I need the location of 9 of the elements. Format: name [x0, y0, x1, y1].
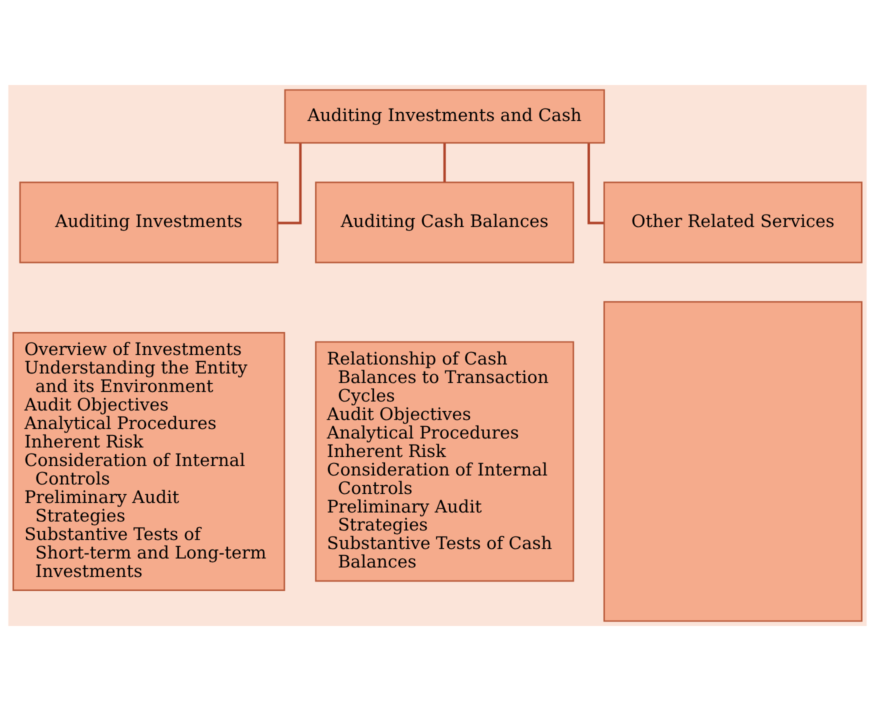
connector — [443, 142, 446, 182]
node-box: Other Related Services — [603, 181, 862, 263]
connector — [278, 142, 302, 224]
node-box: Auditing Investments — [19, 181, 278, 263]
node-box: Auditing Investments and Cash — [284, 88, 605, 144]
node-box: Overview of Investments Understanding the Entity and its Environment Audit Objectives Analytical Procedures Inherent Risk Consideration of Internal Controls Preliminary Audit Strategies Substantive Tests of Short-term and Long-term Investments — [12, 331, 286, 590]
node-box: Auditing Cash Balances — [315, 181, 574, 263]
node-box: Relationship of Cash Balances to Transaction Cycles Audit Objectives Analytical Procedures Inherent Risk Consideration of Internal Controls Preliminary Audit Strategies Substantive Tests of Cash Balances — [315, 340, 574, 582]
node-box — [603, 300, 862, 622]
